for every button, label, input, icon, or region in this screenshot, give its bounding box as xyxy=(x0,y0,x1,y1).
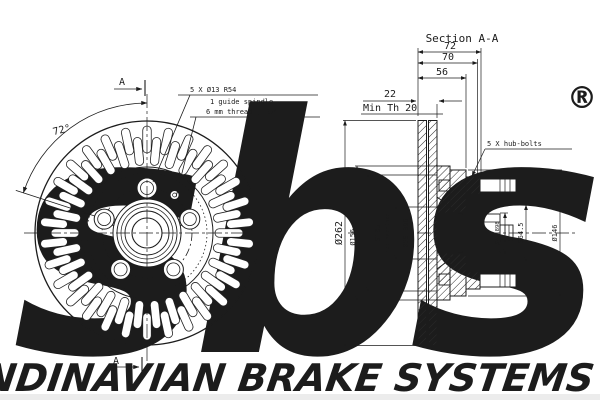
dim-72: 72 xyxy=(444,41,456,52)
dim-59: Ø59.898 xyxy=(402,218,410,248)
dim-45: Ø45.898 xyxy=(494,221,501,244)
stud-seat-bottom xyxy=(465,271,481,290)
callout-guide-label-1: 1 guide spindle xyxy=(210,98,273,106)
stud-head-top xyxy=(438,179,451,192)
angle-dimension-arc xyxy=(23,100,148,194)
footer-underline-bar xyxy=(0,394,600,400)
hub-flange-top xyxy=(449,169,467,213)
callout-leader-2 xyxy=(175,116,197,198)
dim-56: 56 xyxy=(436,67,448,78)
hub-bolt-top xyxy=(479,178,517,193)
front-view-annotations: 72° A A 5 X Ø13 R54 1 guide spindle 6 mm… xyxy=(15,77,320,373)
dim-146: Ø146 xyxy=(551,225,559,242)
angle-radial-line xyxy=(15,190,95,217)
callout-guide-label-2: 6 mm thread , R54 xyxy=(206,108,278,116)
registered-trademark-icon: ® xyxy=(567,81,597,116)
section-label-bottom: A xyxy=(113,356,119,367)
hub-bolt-bottom xyxy=(479,273,517,288)
dim-135-note: Not machined xyxy=(385,213,391,253)
section-dimensions: 72 70 56 22 Min Th 20 5 X hub-bolts Ø262… xyxy=(333,32,572,346)
guide-spindle-hole xyxy=(169,190,180,200)
dim-min-th: Min Th 20 xyxy=(363,103,417,114)
dim-262: Ø262 xyxy=(333,221,345,245)
dim-70: 70 xyxy=(442,52,454,63)
dim-156: Ø156.4 xyxy=(349,220,357,245)
hub-bolts-leader xyxy=(471,148,486,177)
footer-watermark: SCANDINAVIAN BRAKE SYSTEMS xyxy=(0,357,600,400)
stud-head-bottom xyxy=(438,273,451,286)
section-title: Section A-A xyxy=(426,32,499,45)
hub-bolts-label: 5 X hub-bolts xyxy=(487,140,542,148)
angle-label: 72° xyxy=(52,123,72,138)
section-view xyxy=(348,120,578,346)
hub-flange-bottom xyxy=(449,253,467,297)
callout-holes-label: 5 X Ø13 R54 xyxy=(190,86,236,94)
footer-brand-text: SCANDINAVIAN BRAKE SYSTEMS xyxy=(0,357,597,400)
dim-22: 22 xyxy=(384,89,396,100)
section-label-top: A xyxy=(119,77,125,88)
callout-leader-1 xyxy=(152,94,191,183)
stud-seat-top xyxy=(465,176,481,195)
dim-64: Ø64.5 xyxy=(517,222,525,243)
dim-135: Ø135 xyxy=(374,225,382,242)
